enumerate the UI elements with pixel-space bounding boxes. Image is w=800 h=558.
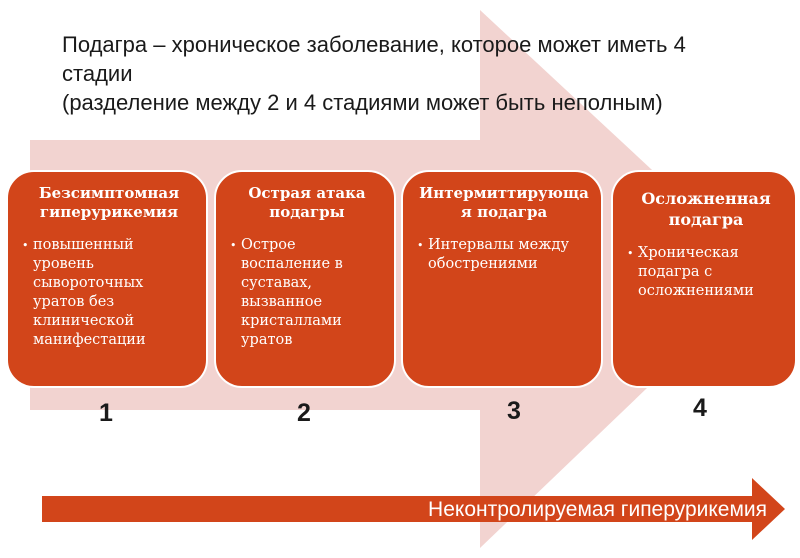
stage-title: Безсимптомная гиперурикемия bbox=[38, 184, 180, 221]
bullet-icon: • bbox=[230, 239, 237, 252]
title-line-1: Подагра – хроническое заболевание, котор… bbox=[62, 32, 686, 57]
stage-bullet-text: повышенный уровень сывороточных уратов б… bbox=[33, 237, 146, 348]
bullet-icon: • bbox=[417, 239, 424, 252]
stage-number-4: 4 bbox=[693, 394, 707, 422]
stage-bullet-text: Хроническая подагра с осложнениями bbox=[638, 245, 754, 299]
stage-bullet-item: • Интервалы между обострениями bbox=[417, 236, 591, 274]
stage-bullet-text: Интервалы между обострениями bbox=[428, 237, 570, 272]
bullet-icon: • bbox=[627, 247, 634, 260]
stage-bullet-item: • Острое воспаление в суставах, вызванное… bbox=[230, 236, 384, 350]
stage-box-3: Интермиттирующая подагра • Интервалы межд… bbox=[401, 170, 603, 388]
stage-bullet-item: • Хроническая подагра с осложнениями bbox=[627, 244, 785, 301]
stage-bullet-item: • повышенный уровень сывороточных уратов … bbox=[22, 236, 196, 350]
bottom-arrow bbox=[42, 478, 785, 540]
stage-number-3: 3 bbox=[507, 397, 521, 425]
stage-bullet-text: Острое воспаление в суставах, вызванное … bbox=[241, 237, 343, 348]
bottom-arrow-label: Неконтролируемая гиперурикемия bbox=[428, 498, 767, 521]
bullet-icon: • bbox=[22, 239, 29, 252]
stage-box-2: Острая атака подагры • Острое воспаление … bbox=[214, 170, 396, 388]
stage-title: Острая атака подагры bbox=[248, 184, 366, 221]
stage-title: Интермиттирующая подагра bbox=[419, 184, 589, 221]
page-title: Подагра – хроническое заболевание, котор… bbox=[62, 30, 782, 117]
title-line-2: стадии bbox=[62, 61, 133, 86]
stage-number-2: 2 bbox=[297, 399, 311, 427]
title-line-3: (разделение между 2 и 4 стадиями может б… bbox=[62, 90, 663, 115]
stage-box-4: Осложненная подагра • Хроническая подагра… bbox=[611, 170, 797, 388]
stage-box-1: Безсимптомная гиперурикемия • повышенный … bbox=[6, 170, 208, 388]
stage-number-1: 1 bbox=[99, 399, 113, 427]
stage-title: Осложненная подагра bbox=[641, 189, 771, 229]
